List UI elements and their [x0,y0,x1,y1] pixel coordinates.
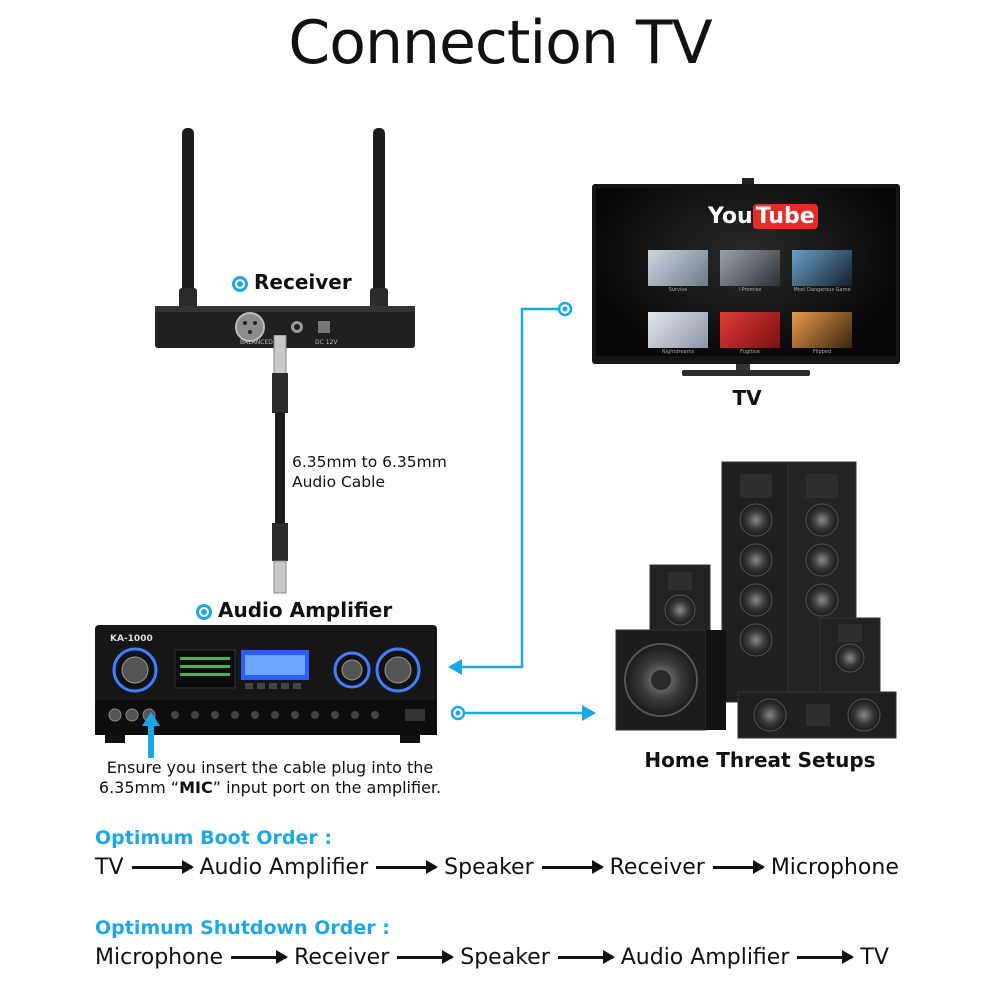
mic-note-line1: Ensure you insert the cable plug into th… [106,758,434,777]
arrow-right-icon [712,860,765,874]
video-tile [792,250,852,286]
shutdown-step: Audio Amplifier [620,945,790,970]
shutdown-step: Speaker [460,945,550,970]
center-speaker [737,691,897,739]
amplifier-label: Audio Amplifier [196,598,392,622]
arrow-right-icon [231,950,289,964]
antenna-right [370,128,388,316]
page-title: Connection TV [288,8,712,78]
receiver-dc-text: DC 12V [315,339,338,346]
receiver-label: Receiver [232,270,352,294]
bookshelf-speaker [819,617,881,699]
cable-label-line2: Audio Cable [292,473,385,491]
arrow-right-icon [797,950,855,964]
subwoofer [615,629,726,731]
video-tile-caption: Fugitive [740,349,760,355]
mic-note-line2: 6.35mm “MIC” input port on the amplifier… [80,778,460,798]
mic-note-bold: MIC [179,778,213,797]
boot-step: Speaker [444,855,534,880]
video-tile-caption: Nightdreams [661,349,695,355]
antenna-left [179,128,197,316]
boot-step: Audio Amplifier [199,855,369,880]
receiver-label-text: Receiver [254,270,352,294]
shutdown-step: Receiver [294,945,390,970]
cable-label-line1: 6.35mm to 6.35mm [292,453,447,471]
video-tile [792,312,852,348]
audio-cable [272,335,288,594]
video-tile-caption: Flipped [812,349,832,355]
amplifier-model-text: KA-1000 [110,634,153,644]
arrow-right-icon [397,950,455,964]
receiver-illustration: BALANCED DC 12V [155,128,415,348]
shutdown-order-row: Microphone Receiver Speaker Audio Amplif… [95,945,915,970]
arrow-right-icon [557,950,615,964]
video-tile-caption: I Promise [738,287,762,293]
speakers-label: Home Threat Setups [644,748,876,772]
tv-camera [742,178,754,184]
mic-note-pre: 6.35mm “ [98,778,180,797]
arrow-right-icon [376,860,439,874]
mic-note-post: ” input port on the amplifier. [212,778,442,797]
boot-order-title: Optimum Boot Order : [95,827,332,849]
tv-stand [682,370,810,376]
connection-lines [448,301,596,721]
arrow-right-icon [541,860,604,874]
receiver-balanced-text: BALANCED [240,339,273,346]
boot-step: Receiver [609,855,705,880]
youtube-logo-tube: Tube [752,204,818,229]
video-tile [720,312,780,348]
video-tile-caption: Survive [668,287,688,293]
shutdown-order-title: Optimum Shutdown Order : [95,917,390,939]
video-tile [648,312,708,348]
boot-step: TV [95,855,124,880]
boot-step: Microphone [770,855,899,880]
video-tile [648,250,708,286]
shutdown-step: TV [860,945,889,970]
video-tile [720,250,780,286]
bullet-icon [232,275,248,292]
shutdown-step: Microphone [95,945,224,970]
bullet-icon [196,603,212,620]
tower-speaker [721,461,791,703]
amplifier-label-text: Audio Amplifier [218,598,393,622]
tv-label: TV [732,386,762,410]
video-tile-caption: Most Dangerous Game [793,287,851,293]
boot-order-row: TV Audio Amplifier Speaker Receiver Micr… [95,855,915,880]
youtube-logo-you: You [708,204,753,229]
arrow-right-icon [131,860,194,874]
tv-neck [736,364,750,370]
mic-port-arrow-icon [142,712,160,758]
mic-note: Ensure you insert the cable plug into th… [80,758,460,798]
cable-label: 6.35mm to 6.35mm Audio Cable [292,452,447,492]
speakers-illustration [615,461,897,739]
